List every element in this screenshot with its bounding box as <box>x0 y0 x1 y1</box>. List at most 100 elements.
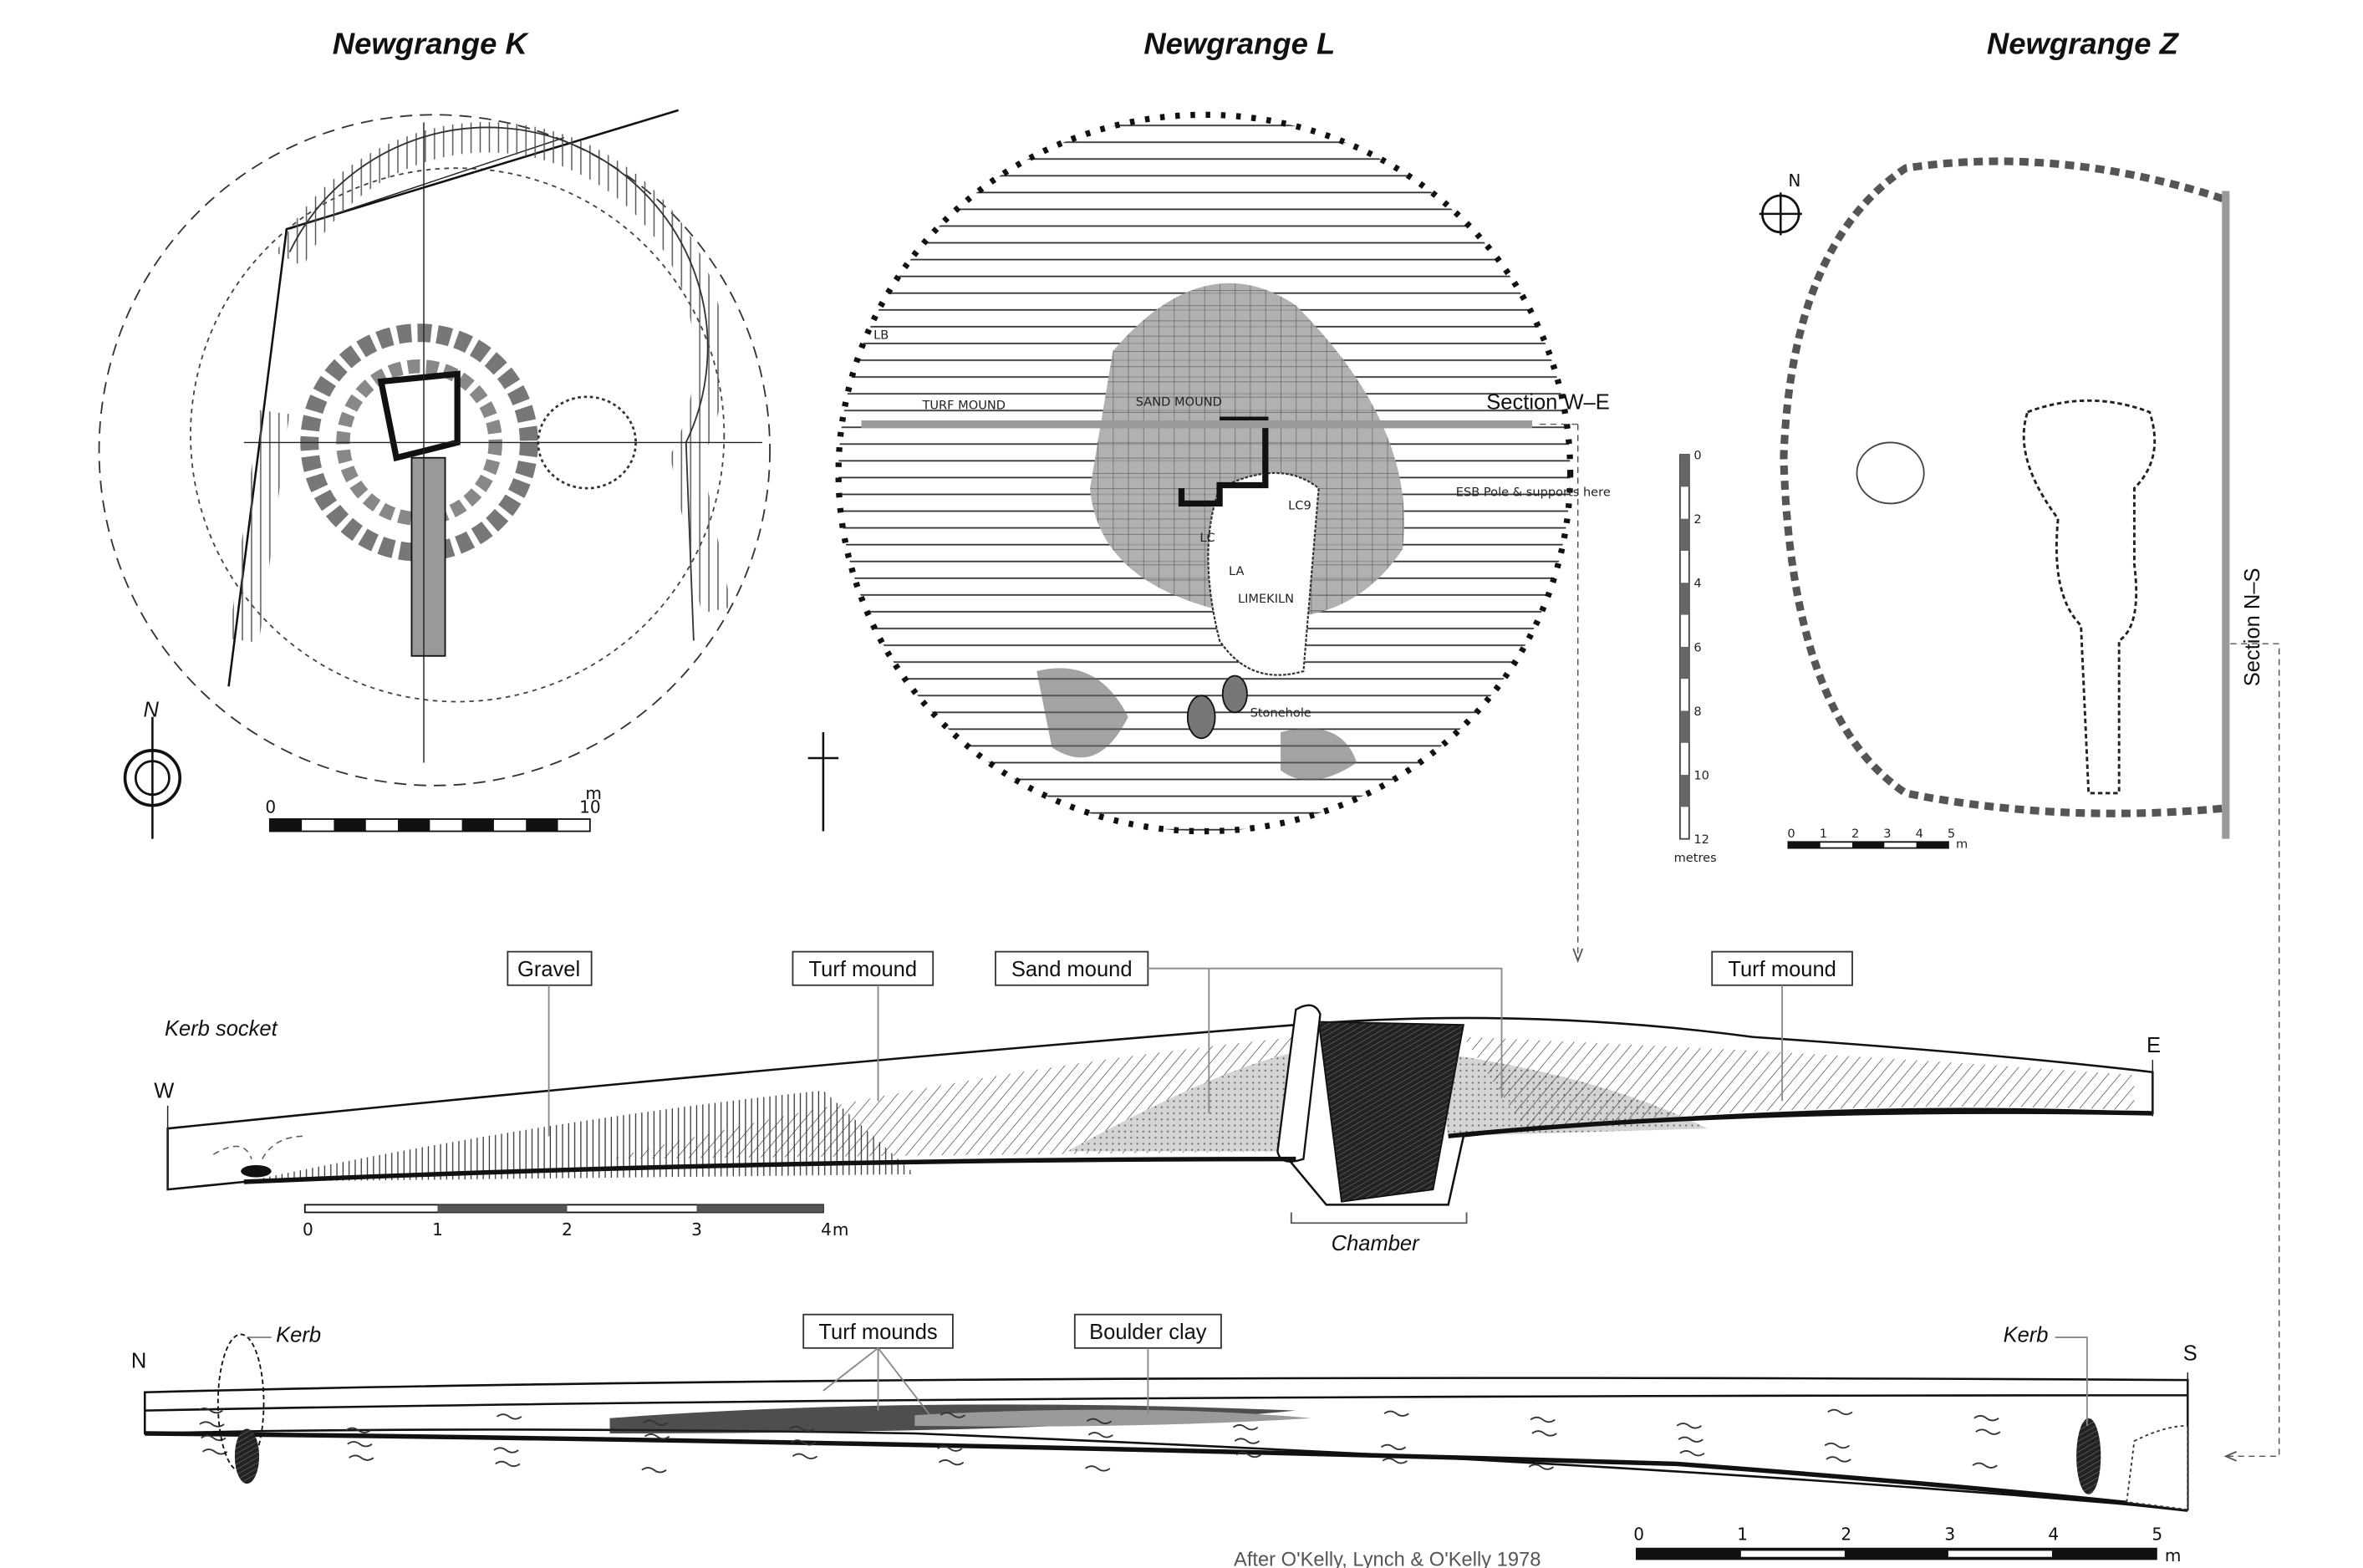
scale-tick: 2 <box>562 1219 573 1240</box>
wave-mark <box>1530 1416 1556 1423</box>
label-stonehole: Stonehole <box>1250 706 1311 720</box>
wave-mark <box>1973 1415 1999 1422</box>
label-turf-mound-l: TURF MOUND <box>921 398 1006 412</box>
scale-tick: 1 <box>1820 827 1827 841</box>
wave-mark <box>937 1445 963 1452</box>
turf-mounds-label: Turf mounds <box>818 1321 937 1344</box>
sand-mound-label: Sand mound <box>1011 958 1133 981</box>
callout-turf-mound-2: Turf mound <box>1711 950 1853 1102</box>
wave-mark <box>938 1459 965 1466</box>
wave-mark <box>349 1454 374 1461</box>
wave-mark <box>1232 1424 1259 1431</box>
wave-mark <box>1380 1443 1407 1451</box>
boulder-clay-label: Boulder clay <box>1089 1321 1207 1344</box>
scale-tick: 5 <box>1948 827 1955 841</box>
gravel-label: Gravel <box>517 958 580 981</box>
label-lc: LC <box>1199 531 1215 545</box>
scale-bar-we <box>303 1204 824 1214</box>
plan-newgrange-k: N 0 10 m <box>98 109 771 839</box>
kerb-label-1: Kerb <box>276 1324 321 1347</box>
scale-tick: 4 <box>821 1219 832 1240</box>
wave-mark <box>1382 1458 1408 1464</box>
scale-bar-l <box>1678 454 1690 840</box>
section-west-east: W E Kerb socket Gravel Turf mound Sand m… <box>154 950 2161 1255</box>
scale-unit-k: m <box>585 783 602 803</box>
callout-gravel: Gravel <box>507 950 593 1137</box>
scale-tick: 2 <box>1851 827 1859 841</box>
scale-tick: 10 <box>1693 769 1709 783</box>
wave-mark <box>1824 1442 1850 1449</box>
scale-tick: 3 <box>1944 1525 1955 1545</box>
label-la: LA <box>1229 564 1244 578</box>
wave-mark <box>1827 1408 1853 1416</box>
north-label-ns: N <box>131 1350 146 1373</box>
scale-tick: 0 <box>1693 449 1701 463</box>
wave-mark <box>789 1425 815 1433</box>
wave-mark <box>345 1427 371 1433</box>
wave-mark <box>644 1433 670 1440</box>
scale-tick: 5 <box>2152 1525 2162 1545</box>
chamber-label: Chamber <box>1332 1232 1420 1255</box>
scale-tick: 3 <box>691 1219 702 1240</box>
wave-mark <box>1234 1438 1260 1444</box>
turf-mound-label-1: Turf mound <box>809 958 918 981</box>
wave-mark <box>791 1439 817 1446</box>
wave-mark <box>495 1460 521 1468</box>
title-newgrange-l: Newgrange L <box>1143 26 1335 60</box>
title-newgrange-z: Newgrange Z <box>1987 26 2180 60</box>
scale-unit: m <box>2165 1545 2182 1565</box>
scale-bar-ns <box>1636 1547 2157 1560</box>
wave-mark <box>1676 1423 1702 1429</box>
west-label: W <box>154 1080 174 1103</box>
scale-tick: 12 <box>1693 832 1709 847</box>
scale-unit: m <box>1956 837 1968 852</box>
wave-mark <box>1975 1428 2001 1435</box>
south-label-ns: S <box>2183 1341 2197 1365</box>
scale-tick: 8 <box>1693 705 1701 719</box>
scale-tick: 1 <box>1737 1525 1748 1545</box>
wave-mark <box>1972 1462 1998 1469</box>
kerb-socket-label: Kerb socket <box>165 1017 278 1041</box>
wave-mark <box>1531 1430 1557 1437</box>
wave-mark <box>641 1467 667 1474</box>
wave-mark <box>199 1421 225 1428</box>
label-sand-mound-l: SAND MOUND <box>1136 395 1222 410</box>
section-ns-label: Section N–S <box>2241 568 2264 686</box>
scale-tick-k-0: 0 <box>265 797 276 817</box>
credit-caption: After O'Kelly, Lynch & O'Kelly 1978 <box>1234 1550 1541 1568</box>
plan-newgrange-l: TURF MOUND SAND MOUND LC9 LC LA LIMEKILN… <box>807 111 1717 964</box>
turf-mound-label-2: Turf mound <box>1728 958 1836 981</box>
wave-mark <box>1085 1465 1111 1472</box>
wave-mark <box>1528 1464 1555 1470</box>
wave-mark <box>1383 1410 1409 1417</box>
scale-tick: 0 <box>1787 827 1795 841</box>
north-label-z: N <box>1788 171 1800 191</box>
label-lc9: LC9 <box>1288 499 1311 513</box>
label-esb: ESB Pole & supports here <box>1456 485 1611 499</box>
label-lb: LB <box>873 328 889 342</box>
scale-tick: 4 <box>2048 1525 2059 1545</box>
title-newgrange-k: Newgrange K <box>333 26 530 60</box>
label-limekiln: LIMEKILN <box>1238 592 1294 606</box>
scale-unit: m <box>833 1219 849 1240</box>
wave-mark <box>643 1419 669 1426</box>
wave-mark <box>1826 1456 1851 1463</box>
wave-mark <box>197 1407 223 1414</box>
scale-tick-k-10: 10 <box>579 797 601 817</box>
scale-bar-z <box>1787 841 1949 849</box>
scale-tick: 1 <box>432 1219 443 1240</box>
callout-boulder-clay: Boulder clay <box>1073 1313 1222 1416</box>
scale-unit-l: metres <box>1674 851 1717 865</box>
wave-mark <box>347 1441 373 1448</box>
wave-mark <box>1235 1451 1261 1459</box>
callout-sand-mound: Sand mound <box>995 950 1503 1113</box>
wave-mark <box>1678 1436 1703 1443</box>
callout-turf-mounds: Turf mounds <box>802 1313 954 1416</box>
scale-tick: 2 <box>1841 1525 1851 1545</box>
wave-mark <box>493 1447 519 1453</box>
section-we-label: Section W–E <box>1486 390 1610 414</box>
scale-tick: 0 <box>1633 1525 1644 1545</box>
wave-mark <box>1679 1450 1705 1457</box>
